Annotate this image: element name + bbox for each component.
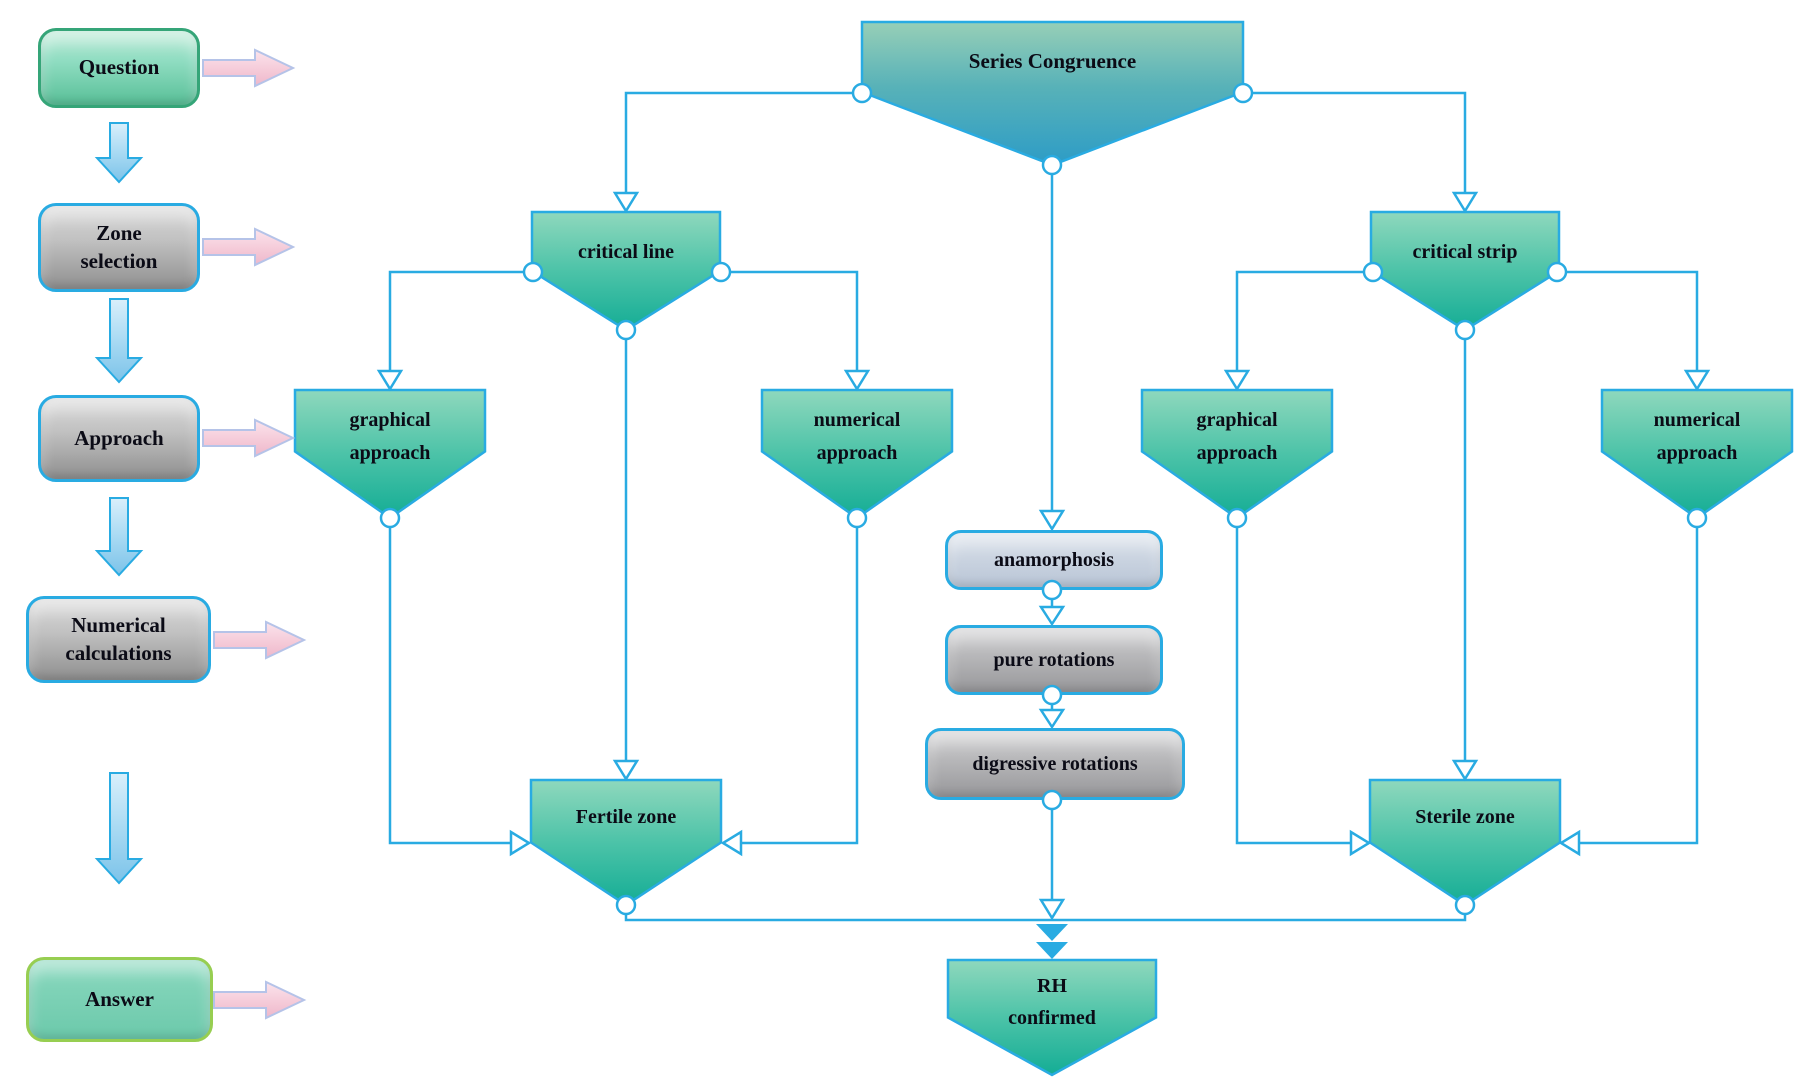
node-sterile-zone: Sterile zone (1370, 780, 1560, 905)
right-arrow-icon (202, 48, 296, 88)
arrowhead-down-icon (1038, 708, 1066, 730)
node-label: digressive rotations (972, 753, 1138, 775)
right-arrow-icon (202, 227, 296, 267)
node-graphical-approach-left: graphical approach (295, 390, 485, 518)
node-pure-rotations: pure rotations (945, 625, 1163, 695)
node-series-congruence: Series Congruence (862, 22, 1243, 165)
node-graphical-approach-right: graphical approach (1142, 390, 1332, 518)
node-label: numerical approach (813, 409, 901, 464)
node-label: pure rotations (993, 649, 1115, 671)
connector (624, 91, 862, 200)
sidebar-step-answer: Answer (26, 957, 213, 1042)
arrowhead-down-icon (1038, 898, 1066, 921)
node-numerical-approach-left: numerical approach (762, 390, 952, 518)
arrowhead-down-icon (612, 759, 640, 782)
sidebar-step-approach: Approach (38, 395, 200, 482)
sidebar-step-label: Approach (74, 425, 164, 450)
right-arrow-icon (202, 418, 296, 458)
node-label: RH confirmed (1008, 975, 1096, 1029)
node-critical-strip: critical strip (1371, 212, 1559, 330)
pentagon-shape (1371, 212, 1559, 330)
down-arrow-icon (94, 122, 144, 184)
sidebar-step-label: Numerical calculations (65, 613, 172, 665)
arrowhead-left-icon (1558, 829, 1581, 857)
connector (1557, 270, 1699, 378)
arrowhead-down-icon (1451, 191, 1479, 214)
sidebar-step-label: Question (78, 55, 160, 80)
node-label: critical strip (1412, 241, 1518, 263)
node-label: Fertile zone (575, 806, 677, 828)
arrowhead-right-icon (1349, 829, 1372, 857)
sidebar-step-label: Zone selection (80, 221, 158, 273)
arrowhead-right-icon (509, 829, 532, 857)
arrowhead-down-icon (1223, 369, 1251, 392)
arrowhead-down-icon (376, 369, 404, 392)
right-arrow-icon (213, 620, 307, 660)
connector (388, 270, 533, 378)
node-label: Sterile zone (1415, 806, 1515, 828)
node-label: critical line (577, 241, 675, 263)
arrowhead-left-icon (720, 829, 743, 857)
solid-arrowheads (1036, 924, 1068, 959)
node-anamorphosis: anamorphosis (945, 530, 1163, 590)
pentagon-shape (1602, 390, 1792, 518)
connector (1235, 518, 1360, 845)
node-label: Series Congruence (968, 49, 1137, 73)
pentagon-shape (1142, 390, 1332, 518)
pentagon-shape (532, 212, 720, 330)
arrowhead-down-icon (1451, 759, 1479, 782)
node-numerical-approach-right: numerical approach (1602, 390, 1792, 518)
node-label: graphical approach (1196, 409, 1278, 464)
sidebar-step-numerical-calculations: Numerical calculations (26, 596, 211, 683)
connector (721, 270, 859, 378)
node-fertile-zone: Fertile zone (531, 780, 721, 905)
arrowhead-down-icon (843, 369, 871, 392)
arrowhead-down-icon (1038, 605, 1066, 627)
connector (388, 518, 518, 845)
down-arrow-icon (94, 298, 144, 384)
sidebar-step-label: Answer (85, 986, 154, 1011)
connector (624, 905, 1467, 922)
node-critical-line: critical line (532, 212, 720, 330)
connector (734, 518, 859, 845)
arrowhead-solid-down-icon (1036, 942, 1068, 959)
arrowhead-down-icon (1038, 509, 1066, 532)
connector (1235, 270, 1373, 378)
down-arrow-icon (94, 497, 144, 577)
node-label: anamorphosis (993, 549, 1115, 571)
pentagon-shape (862, 22, 1243, 165)
arrowhead-solid-down-icon (1036, 924, 1068, 941)
node-label: numerical approach (1653, 409, 1741, 464)
pentagon-shape (948, 960, 1156, 1075)
sidebar-step-question: Question (38, 28, 200, 108)
node-digressive-rotations: digressive rotations (925, 728, 1185, 800)
right-arrow-icon (213, 980, 307, 1020)
node-label: graphical approach (349, 409, 431, 464)
arrowhead-down-icon (612, 191, 640, 214)
down-arrow-icon (94, 772, 144, 885)
pentagon-shape (295, 390, 485, 518)
pentagon-shape (762, 390, 952, 518)
connector (1243, 91, 1467, 200)
arrowhead-down-icon (1683, 369, 1711, 392)
connector (1572, 518, 1699, 845)
sidebar-step-zone-selection: Zone selection (38, 203, 200, 292)
node-rh-confirmed: RH confirmed (948, 960, 1156, 1075)
